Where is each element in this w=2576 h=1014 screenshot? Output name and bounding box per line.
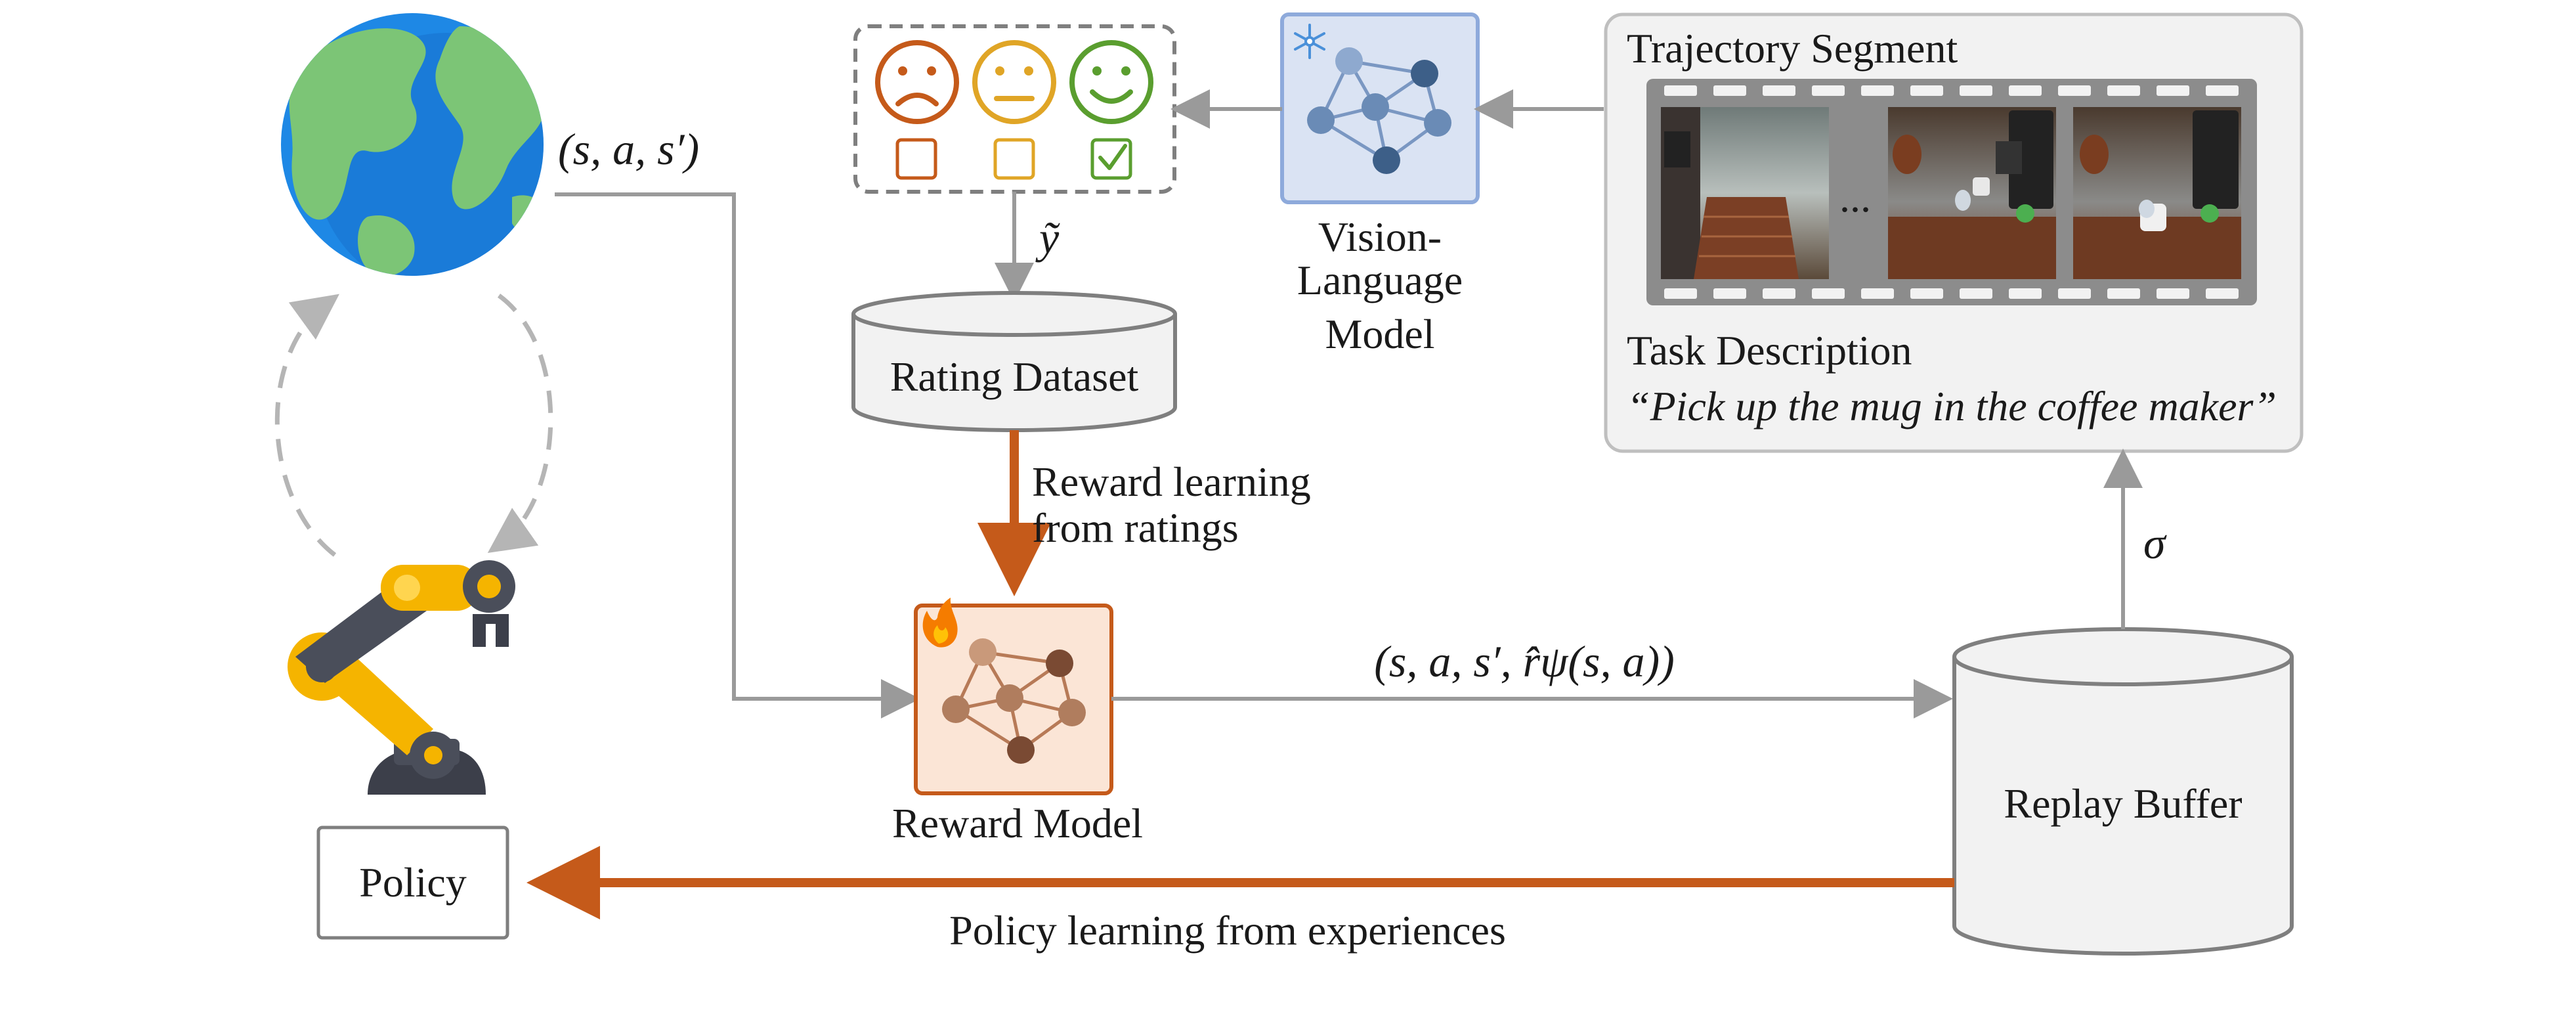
happy-face-icon bbox=[1069, 40, 1153, 124]
sigma-label: σ bbox=[2143, 518, 2167, 568]
neutral-checkbox[interactable] bbox=[993, 138, 1035, 180]
trajectory-frame-3 bbox=[2073, 107, 2241, 279]
robot-arm-icon bbox=[288, 560, 515, 795]
task-description-text: “Pick up the mug in the coffee maker” bbox=[1627, 383, 2277, 430]
replay-buffer-label: Replay Buffer bbox=[2004, 780, 2242, 827]
replay-buffer-cylinder bbox=[1952, 627, 2294, 956]
tuple-with-reward-label: (s, a, s′, r̂ψ(s, a)) bbox=[1374, 636, 1675, 686]
env-to-robot-dashed-arrow bbox=[487, 294, 553, 554]
frames-ellipsis: ... bbox=[1839, 174, 1871, 221]
fire-icon bbox=[922, 598, 958, 648]
policy-learning-label: Policy learning from experiences bbox=[949, 907, 1506, 954]
robot-to-env-dashed-arrow bbox=[274, 294, 339, 557]
happy-checkbox[interactable] bbox=[1090, 138, 1132, 180]
trajectory-frame-1 bbox=[1661, 107, 1829, 279]
rating-faces-box bbox=[853, 24, 1176, 194]
checkmark-icon bbox=[1098, 144, 1127, 170]
reward-learning-line2: from ratings bbox=[1032, 504, 1239, 551]
earth-globe-icon bbox=[281, 13, 544, 276]
policy-label: Policy bbox=[359, 859, 467, 906]
trajectory-segment-title: Trajectory Segment bbox=[1627, 25, 1958, 72]
snowflake-icon bbox=[1294, 24, 1325, 59]
reward-model-label: Reward Model bbox=[892, 800, 1143, 847]
reward-model-box bbox=[914, 598, 1113, 795]
vlm-label-line1: Vision- bbox=[1318, 213, 1442, 260]
vlm-label-line2: Language bbox=[1297, 257, 1463, 303]
reward-learning-line1: Reward learning bbox=[1032, 458, 1311, 505]
sad-face-icon bbox=[875, 40, 959, 124]
neutral-face-icon bbox=[972, 40, 1056, 124]
rating-dataset-label: Rating Dataset bbox=[890, 353, 1139, 400]
vlm-label-line3: Model bbox=[1325, 311, 1434, 357]
y-tilde-label: ỹ bbox=[1035, 213, 1060, 263]
policy-box bbox=[316, 826, 509, 940]
tuple-label: (s, a, s′) bbox=[558, 124, 699, 174]
film-strip: ... bbox=[1646, 79, 2257, 305]
sad-checkbox[interactable] bbox=[895, 138, 937, 180]
rating-dataset-cylinder bbox=[851, 291, 1177, 432]
env-to-reward-arrow bbox=[555, 192, 920, 718]
task-description-title: Task Description bbox=[1627, 327, 1912, 374]
trajectory-frame-2 bbox=[1888, 107, 2056, 279]
vlm-box bbox=[1280, 12, 1480, 204]
